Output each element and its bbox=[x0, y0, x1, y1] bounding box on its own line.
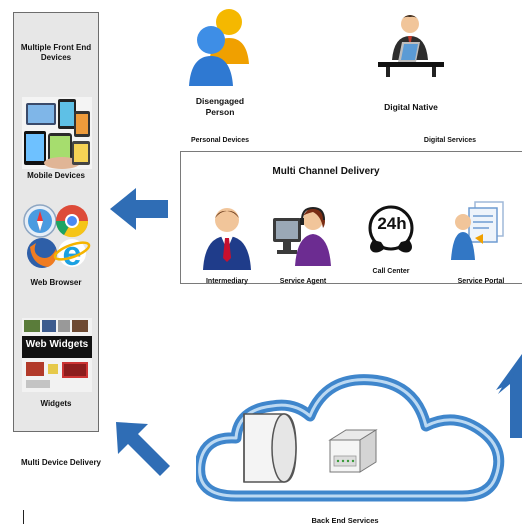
laptop-user-icon bbox=[372, 12, 450, 78]
device-label-browser: Web Browser bbox=[30, 278, 82, 287]
multi-device-delivery-label: Multi Device Delivery bbox=[20, 458, 102, 467]
personal-devices-label: Personal Devices bbox=[191, 137, 249, 144]
digital-native-label: Digital Native bbox=[384, 102, 438, 112]
left-arrow-icon bbox=[110, 186, 170, 232]
call-center-badge: 24h bbox=[377, 214, 407, 233]
back-end-services-label: Back End Services bbox=[311, 516, 379, 525]
text-cursor bbox=[23, 510, 24, 524]
people-icon bbox=[185, 6, 255, 88]
24h-phone-icon: 24h bbox=[365, 202, 419, 254]
channel-label-call-center: Call Center bbox=[372, 268, 410, 275]
disengaged-person-label: Disengaged Person bbox=[195, 96, 245, 117]
channel-label-service-portal: Service Portal bbox=[457, 278, 505, 285]
front-end-devices-panel: Multiple Front End Devices Mobile Device… bbox=[13, 12, 99, 432]
web-browser-icon: e bbox=[22, 203, 92, 271]
back-end-cloud bbox=[196, 372, 514, 512]
mobile-devices-icon bbox=[22, 97, 92, 169]
multi-channel-delivery-box: Multi Channel Delivery Intermediary Serv… bbox=[180, 151, 522, 285]
up-arrow-icon bbox=[484, 354, 522, 438]
front-end-title: Multiple Front End Devices bbox=[20, 43, 92, 62]
headset-agent-icon bbox=[271, 200, 333, 266]
web-widgets-caption: Web Widgets bbox=[25, 339, 89, 350]
device-label-mobile: Mobile Devices bbox=[27, 171, 85, 180]
businessman-icon bbox=[199, 206, 255, 270]
channel-label-service-agent: Service Agent bbox=[279, 278, 327, 285]
channel-label-intermediary: Intermediary bbox=[205, 278, 249, 285]
device-label-widgets: Widgets bbox=[40, 399, 72, 408]
digital-services-label: Digital Services bbox=[423, 137, 477, 144]
multi-channel-title: Multi Channel Delivery bbox=[272, 166, 380, 177]
portal-user-icon bbox=[449, 200, 505, 262]
svg-text:e: e bbox=[63, 235, 82, 271]
diagonal-arrow-icon bbox=[114, 420, 172, 478]
database-cylinder-icon bbox=[238, 410, 302, 486]
web-widgets-icon: Web Widgets bbox=[22, 318, 92, 392]
server-icon bbox=[326, 426, 382, 474]
